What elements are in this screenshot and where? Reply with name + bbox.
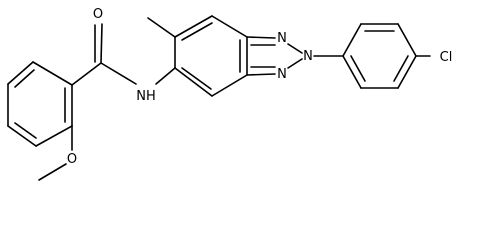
bond <box>287 58 303 69</box>
bond <box>342 55 362 89</box>
bond <box>147 17 176 38</box>
bond <box>14 122 37 139</box>
bond <box>100 62 137 85</box>
atom-label-amide-oxygen: O <box>93 7 103 22</box>
molecule-canvas: O NH O N N N Cl <box>7 7 453 181</box>
amide-linkage <box>71 23 176 86</box>
bond <box>287 43 303 54</box>
benzamide-ring <box>7 61 73 147</box>
bond <box>397 55 417 89</box>
bond <box>393 55 409 82</box>
bond <box>181 67 212 90</box>
bond <box>155 67 176 85</box>
bond <box>397 23 417 57</box>
chlorophenyl-ring <box>313 23 431 89</box>
bond <box>32 61 73 86</box>
bond <box>174 67 213 97</box>
bond <box>7 61 34 85</box>
bond <box>7 125 37 147</box>
atom-label-amide-nitrogen: NH <box>136 89 156 104</box>
bond <box>181 22 213 41</box>
methoxy-group <box>38 125 73 181</box>
bond <box>14 69 35 88</box>
bond <box>71 62 102 86</box>
bond <box>246 36 276 39</box>
bond <box>38 163 67 181</box>
bond <box>35 125 73 147</box>
atom-label-methoxy-oxygen: O <box>67 152 77 167</box>
atom-label-triazole-n2: N <box>303 49 313 64</box>
bond <box>100 23 103 64</box>
bond <box>350 55 366 82</box>
bond <box>211 15 248 38</box>
triazole-ring <box>246 36 303 76</box>
bond <box>211 74 248 97</box>
benzo-ring <box>147 15 248 97</box>
bond <box>342 23 362 57</box>
bond <box>246 73 276 76</box>
molecule-structure: O NH O N N N Cl <box>7 7 453 181</box>
atom-label-triazole-n3: N <box>277 67 287 82</box>
atom-label-chlorine: Cl <box>440 50 453 65</box>
atom-label-triazole-n1: N <box>277 31 287 46</box>
bond <box>174 15 213 38</box>
